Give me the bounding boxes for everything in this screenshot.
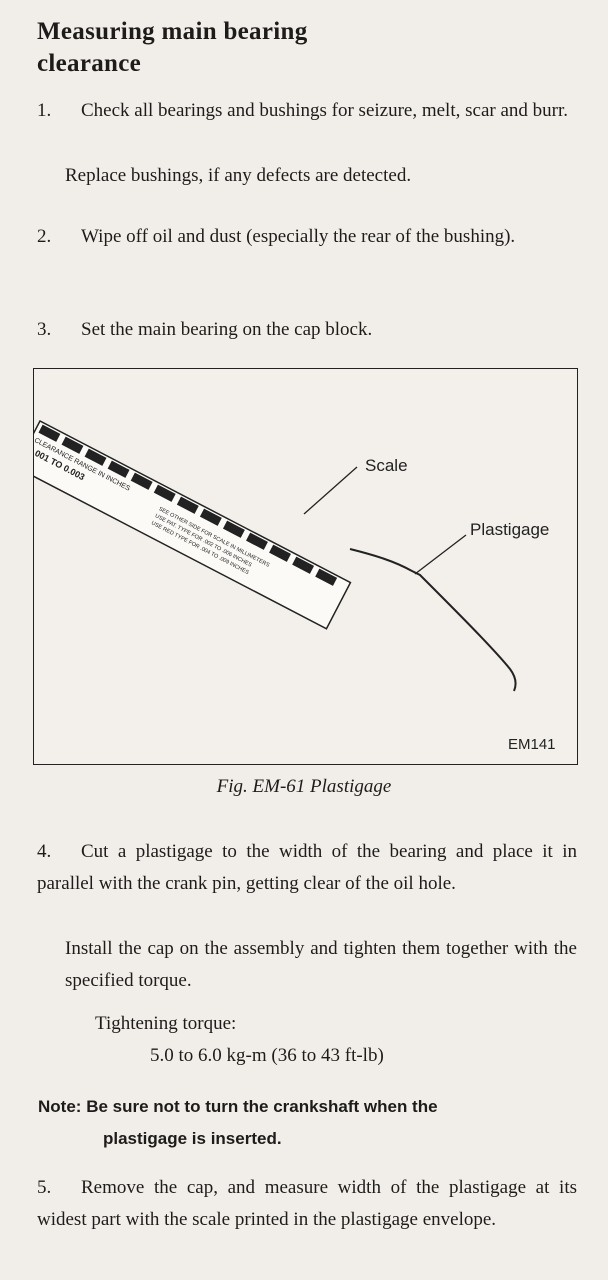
envelope-scale-marks	[38, 424, 338, 586]
step-1-sub: Replace bushings, if any defects are det…	[65, 165, 412, 186]
scale-leader-line	[303, 466, 358, 515]
note: Note: Be sure not to turn the crankshaft…	[38, 1092, 583, 1122]
plastigage-illustration: CLEARANCE RANGE IN INCHES .001 TO 0.003 …	[34, 419, 517, 692]
note-text-2: plastigage is inserted.	[103, 1129, 282, 1148]
note-label: Note:	[38, 1097, 82, 1116]
step-4-number: 4.	[37, 841, 52, 862]
step-2: 2. Wipe off oil and dust (especially the …	[37, 221, 577, 253]
plastigage-label: Plastigage	[470, 520, 550, 539]
step-1: 1. Check all bearings and bushings for se…	[37, 95, 577, 127]
heading-line-1: Measuring main bearing	[37, 18, 308, 45]
plastigage-strip	[349, 548, 517, 692]
step-2-text: Wipe off oil and dust (especially the re…	[81, 226, 516, 247]
torque-label: Tightening torque:	[95, 1013, 237, 1034]
step-4-text: Cut a plastigage to the width of the bea…	[37, 841, 577, 894]
step-3-number: 3.	[37, 319, 52, 340]
step-4-sub: Install the cap on the assembly and tigh…	[65, 938, 577, 991]
torque-value: 5.0 to 6.0 kg-m (36 to 43 ft-lb)	[150, 1045, 384, 1066]
step-2-number: 2.	[37, 226, 52, 247]
plastigage-figure: CLEARANCE RANGE IN INCHES .001 TO 0.003 …	[33, 368, 578, 765]
step-1-text: Check all bearings and bushings for seiz…	[81, 100, 568, 121]
figure-code: EM141	[508, 736, 556, 753]
scale-label: Scale	[365, 456, 408, 475]
step-1-number: 1.	[37, 100, 52, 121]
step-3-text: Set the main bearing on the cap block.	[81, 319, 373, 340]
step-5-text: Remove the cap, and measure width of the…	[37, 1177, 577, 1230]
plastigage-envelope: CLEARANCE RANGE IN INCHES .001 TO 0.003 …	[34, 419, 352, 630]
note-text-1: Be sure not to turn the crankshaft when …	[86, 1097, 438, 1116]
plastigage-leader-line	[414, 534, 467, 575]
step-5-number: 5.	[37, 1177, 52, 1198]
heading-line-2: clearance	[37, 50, 142, 77]
section-heading: Measuring main bearing clearance	[37, 16, 308, 80]
step-4: 4.Cut a plastigage to the width of the b…	[37, 836, 577, 900]
figure-caption: Fig. EM-61 Plastigage	[216, 776, 392, 797]
step-5: 5.Remove the cap, and measure width of t…	[37, 1172, 577, 1236]
step-3: 3. Set the main bearing on the cap block.	[37, 314, 577, 346]
